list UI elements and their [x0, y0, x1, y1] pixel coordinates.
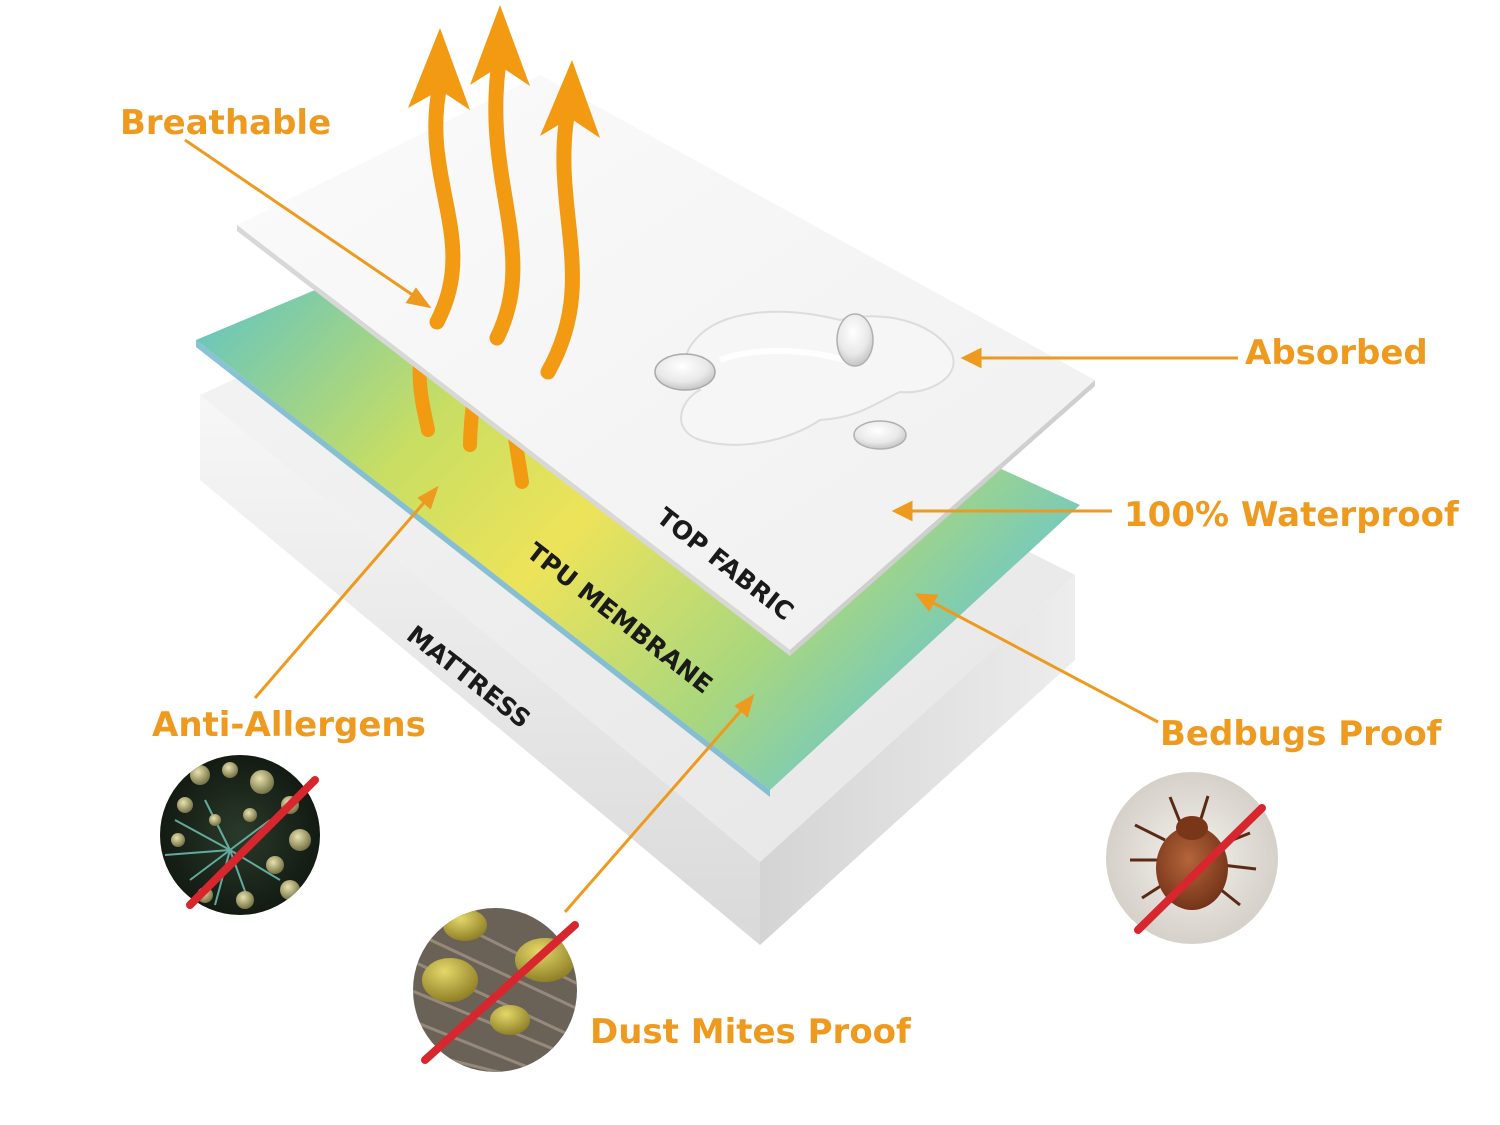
airflow-arrows-icon [428, 47, 580, 380]
airflow-arrow-heads [408, 5, 600, 138]
leader-lines [184, 138, 1238, 913]
callout-waterproof: 100% Waterproof [1124, 495, 1459, 535]
callout-absorbed: Absorbed [1245, 333, 1428, 373]
callout-breathable: Breathable [120, 103, 332, 143]
mattress-front [200, 395, 760, 945]
allergen-crossed-icon [160, 755, 320, 915]
dust-mite-crossed-icon [413, 908, 579, 1072]
mattress-side [760, 575, 1075, 945]
callout-anti-allergens: Anti-Allergens [152, 705, 426, 745]
callout-bedbugs-proof: Bedbugs Proof [1160, 714, 1442, 754]
callout-dust-mites-proof: Dust Mites Proof [590, 1012, 911, 1052]
water-droplets [654, 310, 955, 450]
bedbug-crossed-icon [1106, 772, 1278, 944]
